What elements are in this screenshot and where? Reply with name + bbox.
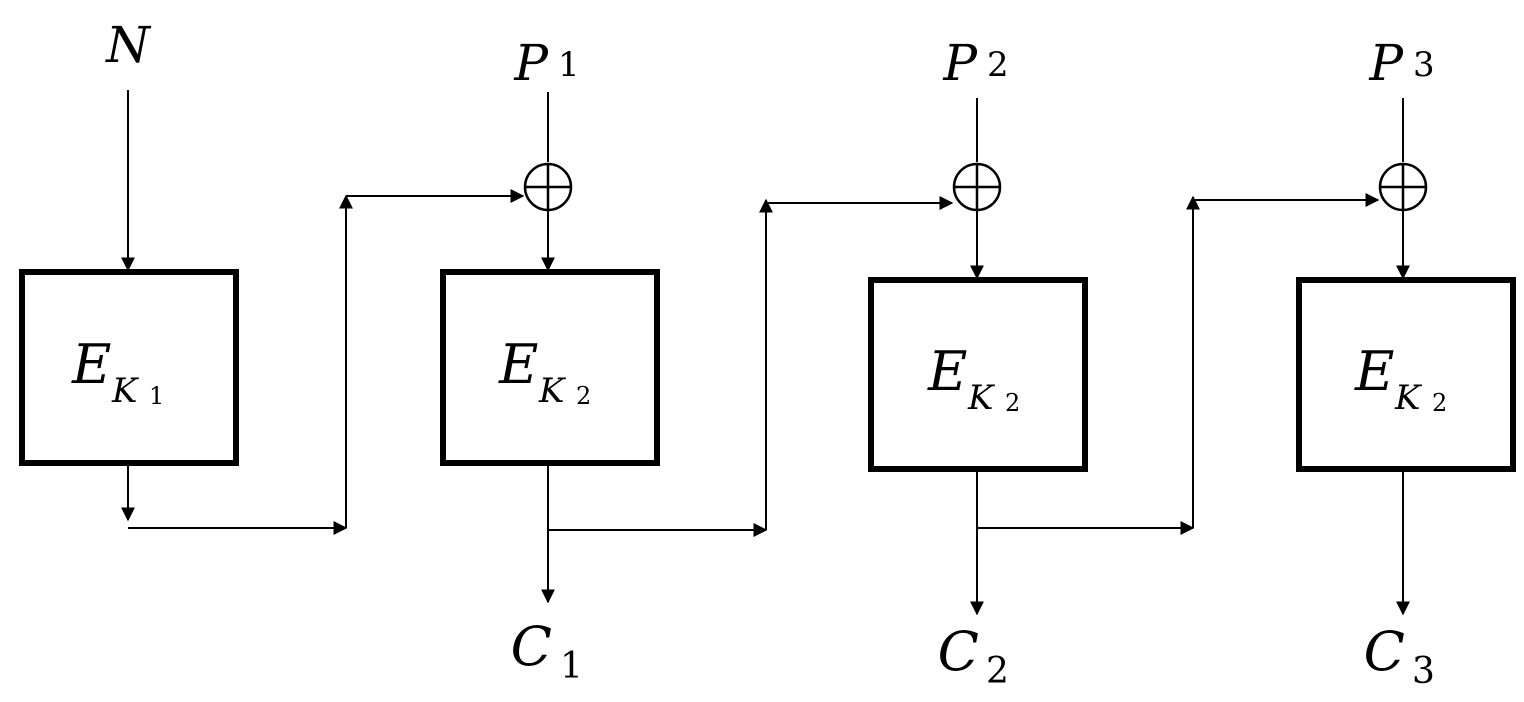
c3-label-sub: 3 — [1412, 651, 1435, 692]
label-c2: C 2 — [938, 620, 1009, 692]
encrypt-block-3 — [868, 277, 1088, 472]
block-2-label: E K 2 — [498, 333, 591, 411]
svg-text:K: K — [111, 371, 140, 411]
svg-text:2: 2 — [576, 382, 591, 410]
c3-label-main: C — [1364, 620, 1405, 683]
block-1-label: E K 1 — [71, 333, 164, 411]
nonce-label: N — [105, 16, 152, 74]
label-p3: P 3 — [1368, 34, 1434, 92]
xor-2 — [952, 162, 1002, 212]
p1-label-main: P — [513, 34, 549, 92]
svg-text:E: E — [498, 333, 538, 396]
xor-1 — [523, 162, 573, 212]
block-3-label: E K 2 — [927, 340, 1020, 418]
encrypt-block-1 — [19, 269, 239, 466]
p3-label-sub: 3 — [1413, 45, 1435, 85]
svg-text:E: E — [71, 333, 111, 396]
svg-text:1: 1 — [149, 382, 164, 410]
svg-text:K: K — [1394, 378, 1423, 418]
xor-3 — [1378, 162, 1428, 212]
svg-text:E: E — [927, 340, 967, 403]
c2-label-main: C — [938, 620, 979, 683]
c2-label-sub: 2 — [986, 651, 1009, 692]
c1-label-sub: 1 — [560, 646, 583, 687]
svg-text:K: K — [538, 371, 567, 411]
encrypt-block-4 — [1296, 277, 1516, 472]
encrypt-block-2 — [440, 269, 660, 466]
block-4-label: E K 2 — [1354, 340, 1447, 418]
label-p1: P 1 — [513, 34, 579, 92]
svg-text:E: E — [1354, 340, 1394, 403]
p1-label-sub: 1 — [558, 45, 580, 85]
svg-text:2: 2 — [1432, 389, 1447, 417]
svg-text:K: K — [967, 378, 996, 418]
label-nonce: N — [105, 16, 152, 74]
label-p2: P 2 — [942, 34, 1008, 92]
label-c3: C 3 — [1364, 620, 1435, 692]
c1-label-main: C — [511, 615, 552, 678]
p3-label-main: P — [1368, 34, 1404, 92]
p2-label-main: P — [942, 34, 978, 92]
svg-text:2: 2 — [1005, 389, 1020, 417]
p2-label-sub: 2 — [987, 45, 1009, 85]
label-c1: C 1 — [511, 615, 583, 687]
